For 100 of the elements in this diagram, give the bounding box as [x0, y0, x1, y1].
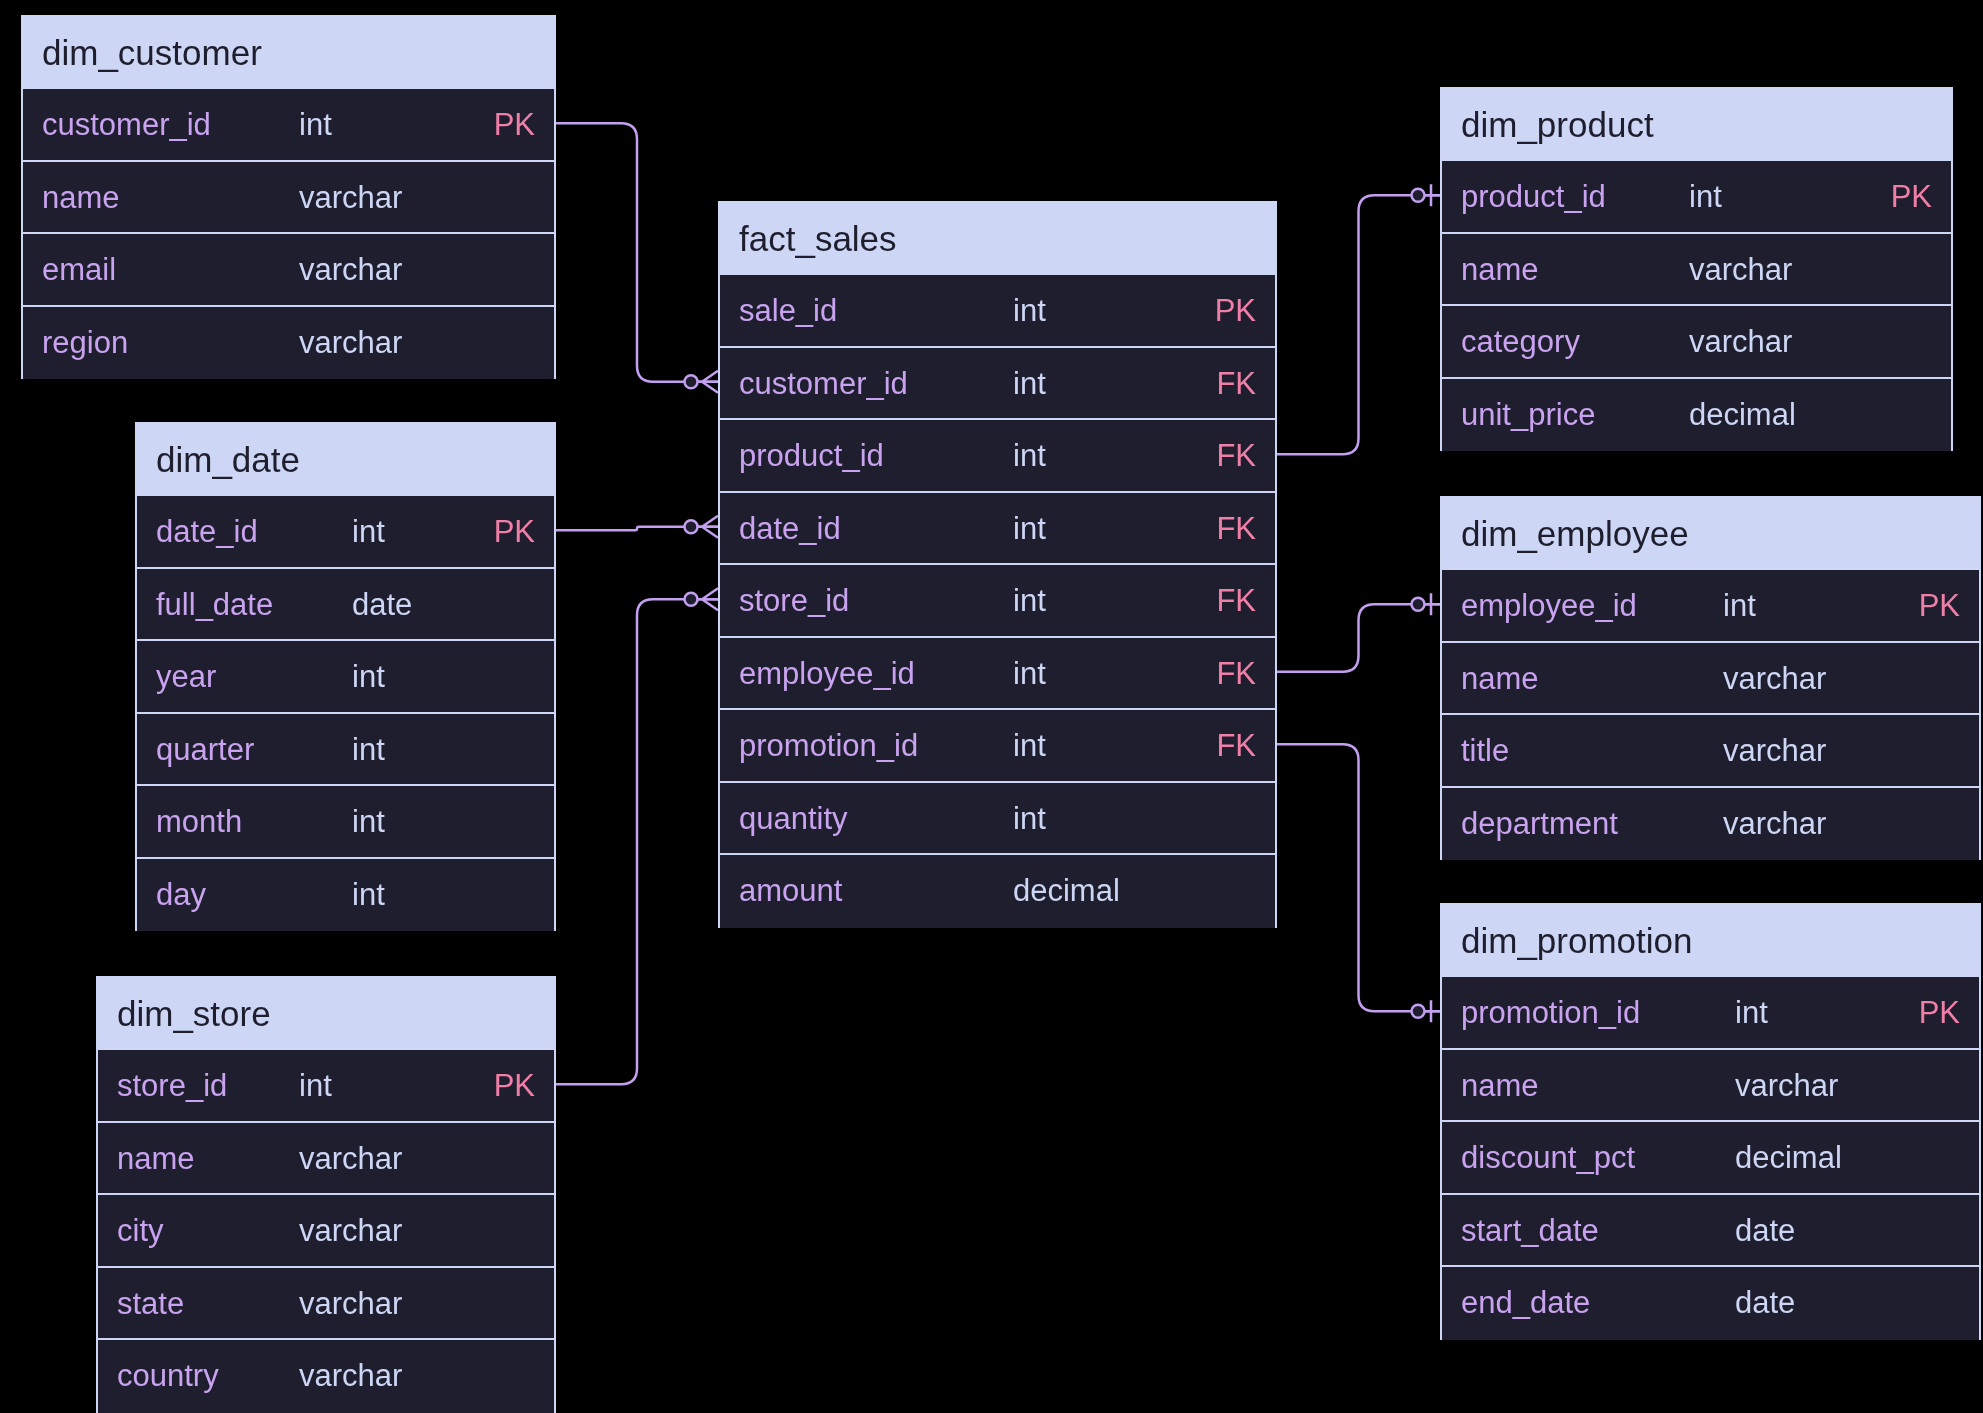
column-name: email [42, 253, 117, 288]
column-name: unit_price [1461, 397, 1596, 432]
column-name: customer_id [42, 108, 211, 143]
key-label: FK [1216, 439, 1256, 474]
key-label: FK [1216, 656, 1256, 691]
column-name: name [1461, 252, 1539, 287]
relationship-line [1277, 743, 1442, 1024]
data-type: decimal [1013, 874, 1120, 909]
column-name: name [1461, 661, 1539, 696]
column-name: quarter [156, 732, 255, 767]
column-name: promotion_id [1461, 996, 1641, 1031]
key-label: FK [1216, 584, 1256, 619]
key-label: FK [1216, 511, 1256, 546]
column-name: store_id [739, 584, 850, 619]
column-name: city [117, 1214, 164, 1249]
table-name: fact_sales [720, 203, 1275, 275]
data-type: date [1735, 1286, 1796, 1321]
table-name: dim_product [1442, 89, 1951, 161]
data-type: varchar [299, 1141, 403, 1176]
relationship-line [1277, 183, 1442, 456]
table-name: dim_promotion [1442, 905, 1979, 977]
key-label: PK [1890, 180, 1932, 215]
data-type: int [1013, 584, 1046, 619]
entity-table [1440, 903, 1981, 1340]
relationship-line [556, 122, 720, 394]
data-type: varchar [1689, 252, 1793, 287]
column-name: state [117, 1286, 185, 1321]
table-row [1442, 376, 1951, 451]
table-row [137, 856, 554, 931]
column-name: sale_id [739, 294, 838, 329]
column-name: region [42, 325, 129, 360]
column-name: employee_id [739, 656, 915, 691]
data-type: date [352, 587, 413, 622]
column-name: promotion_id [739, 729, 919, 764]
column-name: store_id [117, 1069, 228, 1104]
column-name: name [42, 180, 120, 215]
data-type: int [352, 660, 385, 695]
column-name: quantity [739, 801, 848, 836]
column-name: date_id [156, 515, 258, 550]
column-name: discount_pct [1461, 1141, 1636, 1176]
data-type: date [1735, 1213, 1796, 1248]
entity-table [96, 976, 556, 1413]
column-name: product_id [1461, 180, 1606, 215]
column-name: year [156, 660, 217, 695]
column-name: customer_id [739, 366, 908, 401]
key-label: PK [1918, 589, 1960, 624]
data-type: int [1013, 366, 1046, 401]
data-type: varchar [299, 1214, 403, 1249]
data-type: varchar [1723, 661, 1827, 696]
column-name: date_id [739, 511, 841, 546]
entity-table [1440, 496, 1981, 860]
data-type: varchar [299, 180, 403, 215]
data-type: varchar [1735, 1068, 1839, 1103]
data-type: int [352, 515, 385, 550]
column-name: month [156, 805, 243, 840]
data-type: int [352, 877, 385, 912]
table-name: dim_date [137, 424, 554, 496]
data-type: int [1013, 801, 1046, 836]
data-type: int [299, 108, 332, 143]
key-label: PK [1918, 996, 1960, 1031]
column-name: day [156, 877, 206, 912]
key-label: PK [1214, 294, 1256, 329]
key-label: FK [1216, 366, 1256, 401]
relationship-line [556, 514, 720, 539]
key-label: FK [1216, 729, 1256, 764]
table-row [720, 853, 1275, 928]
data-type: varchar [1689, 325, 1793, 360]
entity-table [21, 15, 556, 379]
table-row [1442, 785, 1979, 860]
entity-table [718, 201, 1277, 928]
data-type: varchar [1723, 734, 1827, 769]
table-name: dim_store [98, 978, 554, 1050]
data-type: varchar [299, 253, 403, 288]
entity-table [1440, 87, 1953, 451]
column-name: product_id [739, 439, 884, 474]
relationship-line [1277, 592, 1442, 673]
key-label: PK [493, 1069, 535, 1104]
data-type: int [1013, 439, 1046, 474]
column-name: start_date [1461, 1213, 1599, 1248]
column-name: amount [739, 874, 843, 909]
relationship-line [556, 587, 720, 1086]
table-row [98, 1338, 554, 1413]
column-name: end_date [1461, 1286, 1591, 1321]
data-type: int [352, 732, 385, 767]
column-name: name [117, 1141, 195, 1176]
column-name: department [1461, 806, 1618, 841]
data-type: int [1735, 996, 1768, 1031]
data-type: int [1013, 511, 1046, 546]
data-type: decimal [1689, 397, 1796, 432]
data-type: varchar [299, 1286, 403, 1321]
column-name: employee_id [1461, 589, 1637, 624]
data-type: varchar [299, 1359, 403, 1394]
column-name: category [1461, 325, 1580, 360]
key-label: PK [493, 108, 535, 143]
data-type: int [1013, 729, 1046, 764]
column-name: full_date [156, 587, 274, 622]
table-row [1442, 1265, 1979, 1340]
table-row [23, 304, 554, 379]
data-type: int [1013, 294, 1046, 329]
data-type: int [352, 805, 385, 840]
